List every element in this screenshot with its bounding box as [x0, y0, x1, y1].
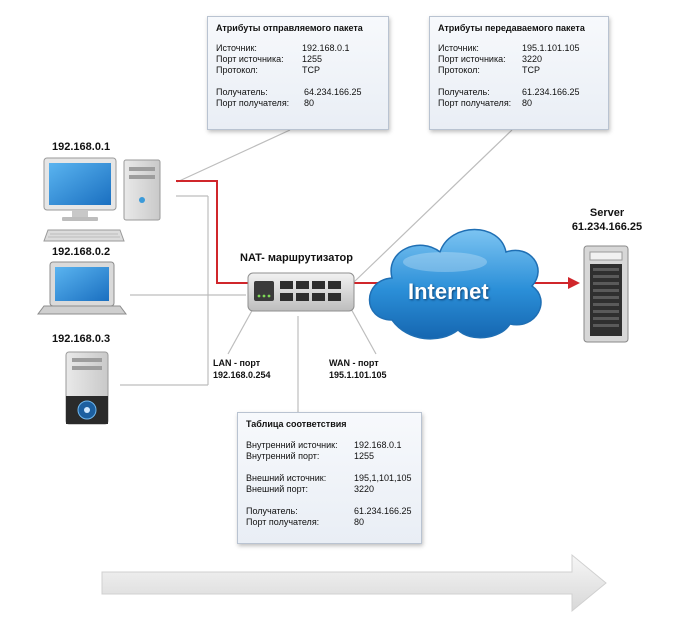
wan-port-ip: 195.1.101.105: [329, 370, 387, 380]
pc2-icon: [37, 261, 127, 315]
inner-source-label: Внутренний источник:: [246, 440, 338, 450]
protocol-label: Протокол:: [216, 65, 258, 75]
source-value: 192.168.0.1: [302, 43, 350, 53]
dest-port-value: 80: [304, 98, 315, 108]
dest-label: Получатель:: [438, 87, 490, 97]
lan-port-label: LAN - порт: [213, 358, 261, 368]
inner-port-label: Внутренний порт:: [246, 451, 320, 461]
internet-cloud-icon: [368, 228, 542, 340]
source-value: 195.1.101.105: [522, 43, 580, 53]
dest-value: 64.234.166.25: [304, 87, 362, 97]
server-ip-label: 61.234.166.25: [571, 221, 643, 233]
protocol-label: Протокол:: [438, 65, 480, 75]
outer-port-value: 3220: [354, 484, 375, 494]
dest-port-value: 80: [522, 98, 533, 108]
outer-source-label: Внешний источник:: [246, 473, 327, 483]
pc1-icon: [43, 157, 161, 242]
wan-port-label: WAN - порт: [329, 358, 379, 368]
source-port-label: Порт источника:: [216, 54, 284, 64]
source-port-label: Порт источника:: [438, 54, 506, 64]
forwarded-packet-title: Атрибуты передаваемого пакета: [438, 23, 585, 33]
dest-port-label: Порт получателя:: [216, 98, 290, 108]
dest-value: 61.234.166.25: [522, 87, 580, 97]
sent-packet-title: Атрибуты отправляемого пакета: [216, 23, 363, 33]
source-label: Источник:: [216, 43, 257, 53]
protocol-value: TCP: [302, 65, 320, 75]
arrowhead-to-server: [568, 277, 580, 289]
flow-arrow: [101, 553, 607, 613]
dest-port-value: 80: [354, 517, 365, 527]
outer-source-value: 195,1,101,105: [354, 473, 412, 483]
gray-connectors: [120, 129, 513, 412]
mapping-table-title: Таблица соответствия: [246, 419, 347, 429]
server-label: Server: [589, 207, 625, 219]
internet-label: Internet: [408, 279, 489, 304]
source-port-value: 3220: [522, 54, 543, 64]
source-port-value: 1255: [302, 54, 323, 64]
dest-port-label: Порт получателя:: [438, 98, 512, 108]
pc3-ip-label: 192.168.0.3: [52, 333, 111, 345]
dest-label: Получатель:: [246, 506, 298, 516]
lan-port-ip: 192.168.0.254: [213, 370, 271, 380]
protocol-value: TCP: [522, 65, 540, 75]
server-icon: [583, 245, 629, 343]
router-icon: [247, 272, 355, 312]
router-title: NAT- маршрутизатор: [240, 252, 353, 264]
pc2-ip-label: 192.168.0.2: [52, 246, 111, 258]
pc3-icon: [65, 351, 109, 425]
source-label: Источник:: [438, 43, 479, 53]
forwarded-packet-box: Атрибуты передаваемого пакета Источник: 1…: [429, 16, 609, 130]
dest-label: Получатель:: [216, 87, 268, 97]
dest-port-label: Порт получателя:: [246, 517, 320, 527]
dest-value: 61.234.166.25: [354, 506, 412, 516]
inner-source-value: 192.168.0.1: [354, 440, 402, 450]
mapping-table-box: Таблица соответствия Внутренний источник…: [237, 412, 422, 544]
pc1-ip-label: 192.168.0.1: [52, 141, 111, 153]
outer-port-label: Внешний порт:: [246, 484, 309, 494]
sent-packet-box: Атрибуты отправляемого пакета Источник: 1…: [207, 16, 389, 130]
inner-port-value: 1255: [354, 451, 375, 461]
